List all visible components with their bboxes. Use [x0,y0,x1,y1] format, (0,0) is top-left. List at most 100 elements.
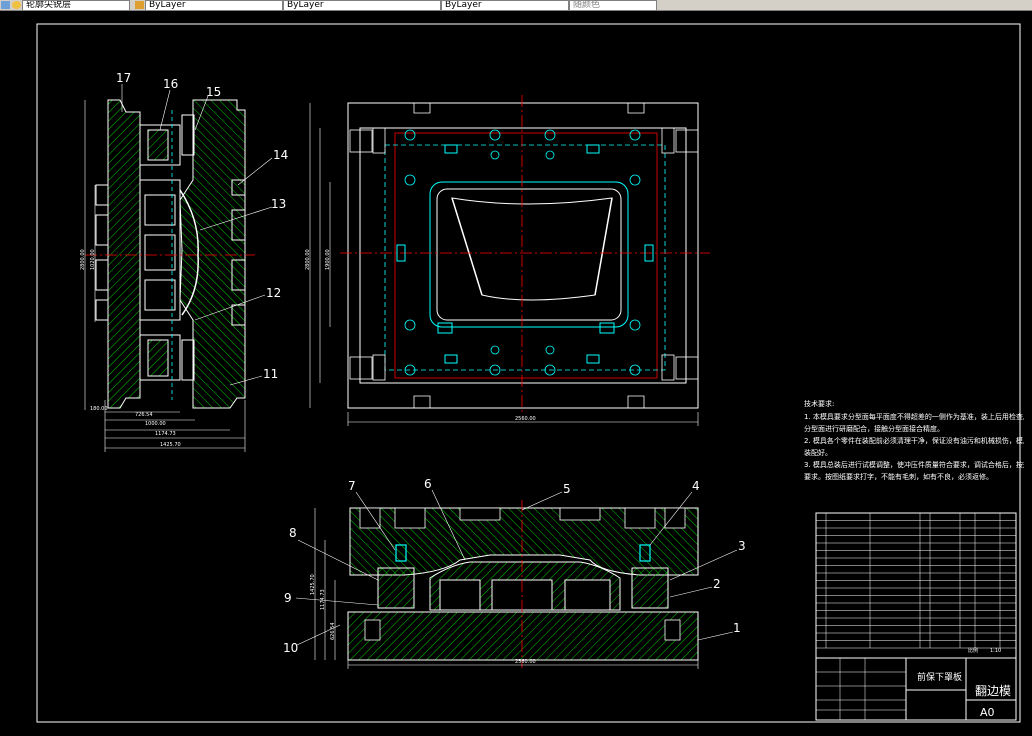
plan-cavity-outer [429,181,629,328]
front-pad [377,567,415,609]
front-leaders [295,489,738,646]
sheet-size: A0 [980,706,995,719]
dim-side-overall: 1425.70 [160,442,181,448]
parts-table-grid [816,512,1016,649]
plan-cyan-components [396,144,654,364]
side-punch-profile [179,189,199,316]
scale-label: 比例 [968,647,978,654]
layer-icon[interactable] [1,1,10,9]
sheet-border [36,23,1021,723]
part-label-2: 2 [713,577,721,591]
dim-plan-height: 2800.00 [305,249,311,270]
plan-bolts [404,129,641,376]
note-line: 要求。按图纸要求打字，不能有毛刺，如有不良，必须返修。 [804,473,993,481]
sun-icon[interactable] [12,1,21,9]
part-label-16: 16 [163,77,178,91]
side-block [139,334,181,381]
side-block-hatch [147,339,169,377]
side-rib [231,304,246,326]
part-label-11: 11 [263,367,278,381]
linetype-combo[interactable]: ByLayer [283,0,441,10]
part-label-9: 9 [284,591,292,605]
side-block-inner [144,194,176,226]
part-label-3: 3 [738,539,746,553]
side-rib [95,299,109,321]
part-label-12: 12 [266,286,281,300]
dim-front-height3: 626.54 [330,623,336,641]
match-properties-icon[interactable] [135,1,144,9]
side-rib [231,259,246,291]
dim-side-inner: 1174.73 [155,431,176,437]
plan-outer [347,102,699,409]
side-section-view: 180.00 726.54 1000.00 1174.73 1425.70 28… [80,71,288,452]
dim-front-height: 1425.70 [310,574,316,595]
plan-notches [413,103,645,408]
toolbar-layer-group: 轮廓尖锐层 [0,0,130,10]
dim-plan-inner-height: 1900.00 [325,249,331,270]
dim-side-small: 726.54 [135,412,153,418]
part-label-7: 7 [348,479,356,493]
plan-inner-frame [394,132,658,379]
note-line: 分型面进行研磨配合，接触分型面接合精度。 [804,425,944,433]
dim-front-height2: 1174.73 [320,589,326,610]
part-label-8: 8 [289,526,297,540]
lineweight-combo[interactable]: ByLayer [441,0,569,10]
dim-front-width: 2560.00 [515,659,536,665]
side-block [139,179,181,321]
part-label-17: 17 [116,71,131,85]
front-cyan-insert [395,544,407,562]
plan-cavity-inner [436,188,622,321]
dim-plan-width: 2560.00 [515,416,536,422]
side-rib [231,179,246,196]
doc-type: 翻边模 [975,684,1011,698]
side-block-hatch [147,129,169,161]
part-label-6: 6 [424,477,432,491]
front-punch-pocket [564,579,611,611]
front-pad [631,567,669,609]
color-combo[interactable]: ByLayer [145,0,283,10]
dim-side-mid: 1000.00 [145,421,166,427]
side-guide [181,114,195,156]
note-line: 1. 本模具要求分型面每平面度不得超差的一侧作为基准，装上后用检查具一 [804,413,1024,421]
side-rib [231,209,246,241]
side-block [139,124,181,166]
part-label-15: 15 [206,85,221,99]
toolbar: 轮廓尖锐层 ByLayer ByLayer ByLayer 随颜色 [0,0,1032,11]
dim-side-base: 180.00 [90,406,108,412]
part-label-4: 4 [692,479,700,493]
dim-side-vertical2: 1020.00 [90,249,96,270]
front-ribs [359,507,686,641]
drawing-canvas[interactable]: 180.00 726.54 1000.00 1174.73 1425.70 28… [0,11,1032,736]
plan-dimensions [309,103,699,426]
side-leaders [121,84,273,386]
dim-side-vertical: 2800.00 [80,249,86,270]
side-block-inner [144,279,176,311]
side-lower-die [107,99,141,409]
plan-frame [359,127,687,384]
note-line: 3. 模具总装后进行试模调整，使冲压件质量符合要求，调试合格后，按规定进行验收 [804,461,1024,469]
side-block-inner [144,234,176,271]
plotstyle-combo[interactable]: 随颜色 [569,0,657,10]
note-line: 装配好。 [804,449,832,457]
drawing-name: 前保下罩板 [917,671,962,683]
side-upper-die [179,99,246,409]
technical-requirements: 技术要求: 1. 本模具要求分型面每平面度不得超差的一侧作为基准，装上后用检查具… [804,398,1024,483]
part-label-14: 14 [273,148,288,162]
front-cyan-insert [639,544,651,562]
side-rib [95,259,109,291]
side-rib [95,184,109,206]
front-lower-die [347,611,699,661]
notes-title: 技术要求: [804,400,835,408]
front-section-view: 2560.00 1425.70 1174.73 626.54 7 6 5 4 3… [283,477,746,669]
plan-hidden-frame [384,144,666,371]
plan-corner-guides [349,127,699,381]
front-dimensions [314,508,699,669]
plan-part-profile [451,197,613,301]
part-label-5: 5 [563,482,571,496]
side-dimensions [84,100,246,452]
title-block: 前保下罩板 翻边模 A0 比例 1:10 [815,512,1017,721]
layer-combo[interactable]: 轮廓尖锐层 [22,0,130,10]
part-label-10: 10 [283,641,298,655]
part-label-13: 13 [271,197,286,211]
side-guide [181,339,195,381]
